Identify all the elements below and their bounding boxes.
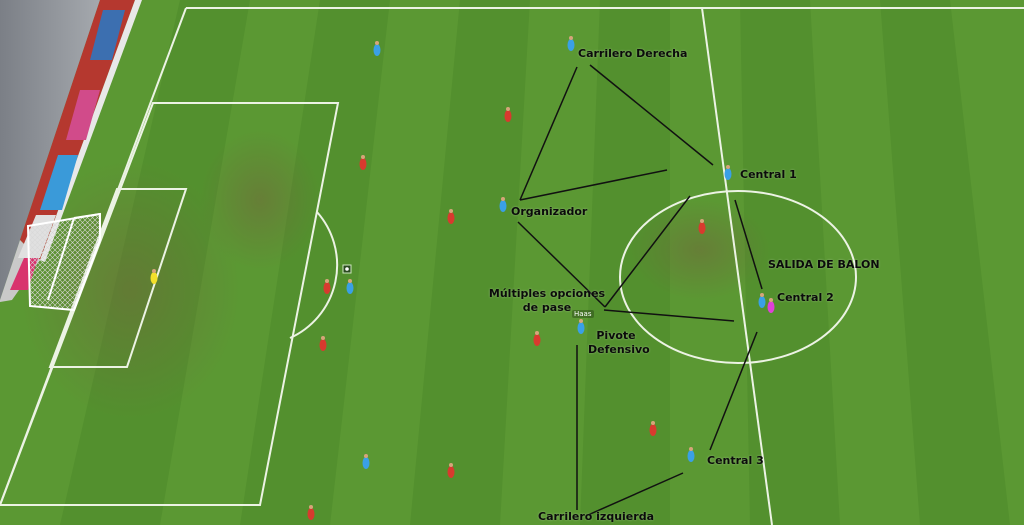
label-central-3: Central 3 <box>707 454 764 467</box>
tactical-lines <box>517 64 763 516</box>
goalkeeper[interactable] <box>150 269 158 284</box>
goal <box>26 212 101 312</box>
player-blue[interactable] <box>758 293 766 308</box>
player-blue[interactable] <box>499 197 507 212</box>
players <box>150 36 775 520</box>
player-red[interactable] <box>359 155 367 170</box>
player-red[interactable] <box>649 421 657 436</box>
player-red[interactable] <box>447 463 455 478</box>
label-central-2: Central 2 <box>777 291 834 304</box>
label-central-1: Central 1 <box>740 168 797 181</box>
player-blue[interactable] <box>362 454 370 469</box>
label-carrilero-derecha: Carrilero Derecha <box>578 47 688 60</box>
player-red[interactable] <box>504 107 512 122</box>
stadium-stand <box>0 0 142 302</box>
player-red[interactable] <box>323 279 331 294</box>
player-blue[interactable] <box>577 319 585 334</box>
label-pivote-defensivo: Pivote Defensivo <box>588 329 650 356</box>
label-organizador: Organizador <box>511 205 588 218</box>
player-blue[interactable] <box>567 36 575 51</box>
label-salida-de-balon: SALIDA DE BALON <box>768 258 880 271</box>
label-multiples-opciones: Múltiples opciones de pase <box>488 287 606 314</box>
player-blue[interactable] <box>346 279 354 294</box>
player-red[interactable] <box>698 219 706 234</box>
player-blue[interactable] <box>687 447 695 462</box>
player-blue[interactable] <box>724 165 732 180</box>
label-carrilero-izquierda: Carrilero izquierda <box>538 510 654 523</box>
player-red[interactable] <box>307 505 315 520</box>
player-name-tag: Haas <box>572 310 594 318</box>
player-red[interactable] <box>447 209 455 224</box>
ball-marker-icon <box>342 264 352 274</box>
player-red[interactable] <box>533 331 541 346</box>
player-ball-carrier[interactable] <box>767 298 775 313</box>
player-blue[interactable] <box>373 41 381 56</box>
player-red[interactable] <box>319 336 327 351</box>
